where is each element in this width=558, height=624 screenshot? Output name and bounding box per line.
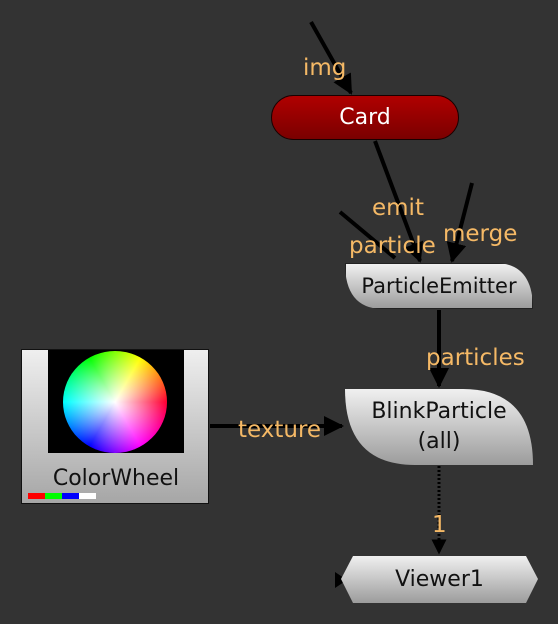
particle-emitter-node[interactable]: ParticleEmitter [345,263,533,309]
label-emit: emit [372,195,424,221]
swatch-white [79,493,96,499]
swatch-red [28,493,45,499]
colorwheel-label: ColorWheel [52,466,180,491]
label-merge: merge [443,221,518,247]
blink-particle-label: BlinkParticle [371,399,507,424]
particle-emitter-label: ParticleEmitter [361,274,517,298]
swatch-blue [62,493,79,499]
edge-img[interactable] [309,21,353,95]
card-node[interactable]: Card [271,95,459,140]
label-particles: particles [426,345,525,371]
label-texture: texture [238,417,322,443]
channel-swatches [28,493,96,499]
viewer-node-label: Viewer1 [395,567,484,592]
edge-particle[interactable] [338,210,397,260]
label-particle: particle [349,233,436,259]
card-node-label: Card [339,105,391,130]
colorwheel-thumbnail [48,350,184,453]
swatch-green [45,493,62,499]
color-wheel-image [63,351,167,453]
colorwheel-node[interactable]: ColorWheel [21,349,209,504]
viewer-side-input-arrow[interactable] [335,572,347,588]
label-img: img [303,55,347,81]
edge-merge[interactable] [446,182,474,263]
edge-emit[interactable] [373,140,424,263]
label-viewer-input: 1 [432,512,447,538]
viewer-node[interactable]: Viewer1 [341,556,538,603]
blink-particle-sublabel: (all) [417,429,461,454]
blink-particle-node[interactable]: BlinkParticle (all) [345,389,533,465]
